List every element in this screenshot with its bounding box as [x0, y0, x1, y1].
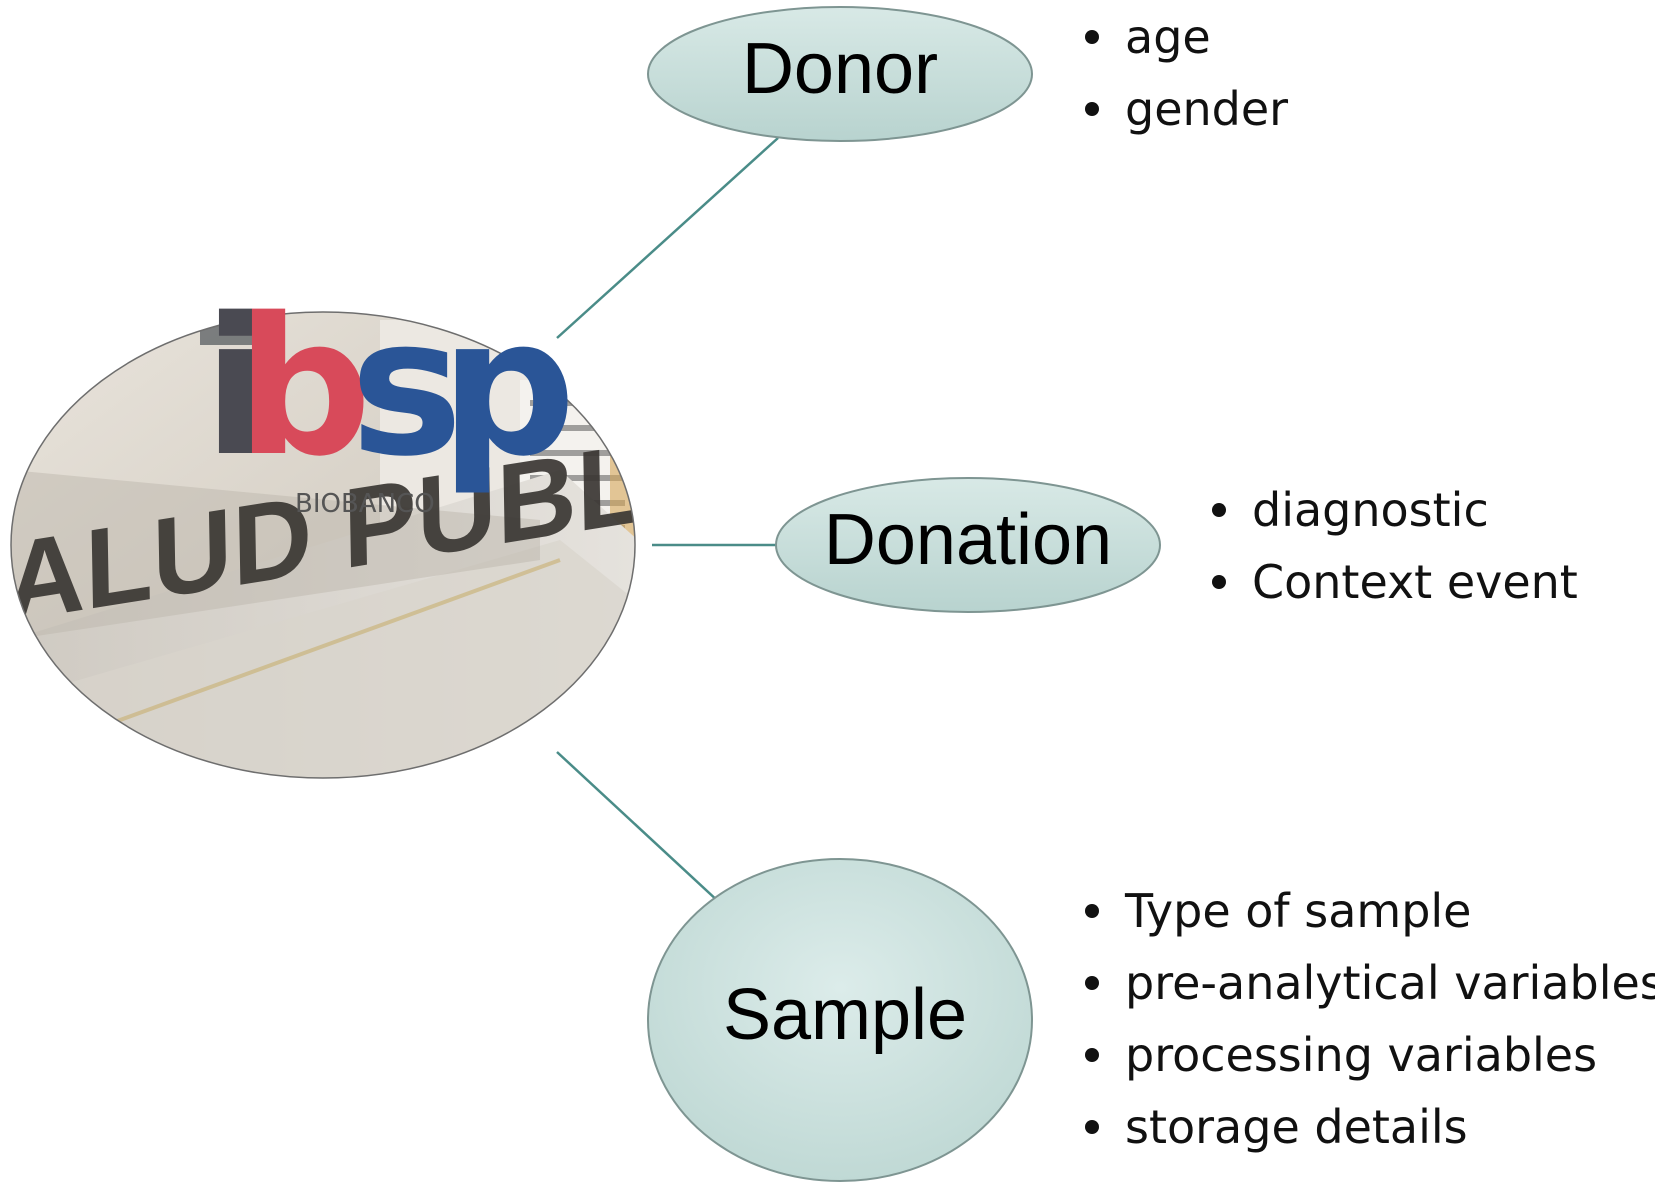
sample-attribute-item: Type of sample — [1124, 884, 1471, 938]
node-donor-shape — [647, 6, 1033, 142]
sample-attribute-item: storage details — [1125, 1100, 1468, 1154]
donation-attribute-item: Context event — [1252, 555, 1578, 609]
bullet-dot — [1212, 575, 1226, 589]
logo-letter-b: b — [236, 277, 372, 498]
node-donor-label: Donor — [742, 29, 938, 109]
logo-letter-s: s — [350, 277, 463, 498]
logo-subtitle: BIOBANCO — [295, 489, 435, 519]
bullet-dot — [1085, 1048, 1099, 1062]
bullet-dot — [1085, 976, 1099, 990]
node-sample: Sample — [647, 858, 1033, 1182]
donor-attribute-item: age — [1125, 10, 1211, 64]
node-sample-shape — [647, 858, 1033, 1182]
ibsp-biobank-logo: SALUD PUBLICA i b s p BIOBANCO — [10, 277, 636, 779]
sample-attributes: Type of sample pre-analytical variables … — [1085, 884, 1655, 1154]
donation-attribute-item: diagnostic — [1252, 483, 1489, 537]
logo-frame — [10, 311, 636, 779]
node-donation-label: Donation — [824, 500, 1112, 580]
bullet-dot — [1085, 30, 1099, 44]
connector-donor — [556, 137, 779, 339]
donor-attribute-item: gender — [1125, 82, 1288, 136]
node-sample-label: Sample — [723, 975, 967, 1055]
donation-attributes: diagnostic Context event — [1212, 483, 1578, 609]
sample-attribute-item: pre-analytical variables — [1125, 956, 1655, 1010]
connectors — [556, 137, 782, 904]
node-donor: Donor — [647, 6, 1033, 142]
sample-attribute-item: processing variables — [1125, 1028, 1597, 1082]
bullet-dot — [1085, 1120, 1099, 1134]
connector-sample — [556, 751, 721, 904]
bullet-dot — [1085, 904, 1099, 918]
bullet-dot — [1085, 102, 1099, 116]
node-donation-shape — [775, 477, 1161, 613]
node-donation: Donation — [775, 477, 1161, 613]
logo-letter-i: i — [203, 277, 268, 498]
donor-attributes: age gender — [1085, 10, 1288, 136]
bullet-dot — [1212, 503, 1226, 517]
logo-letter-p: p — [440, 277, 576, 498]
